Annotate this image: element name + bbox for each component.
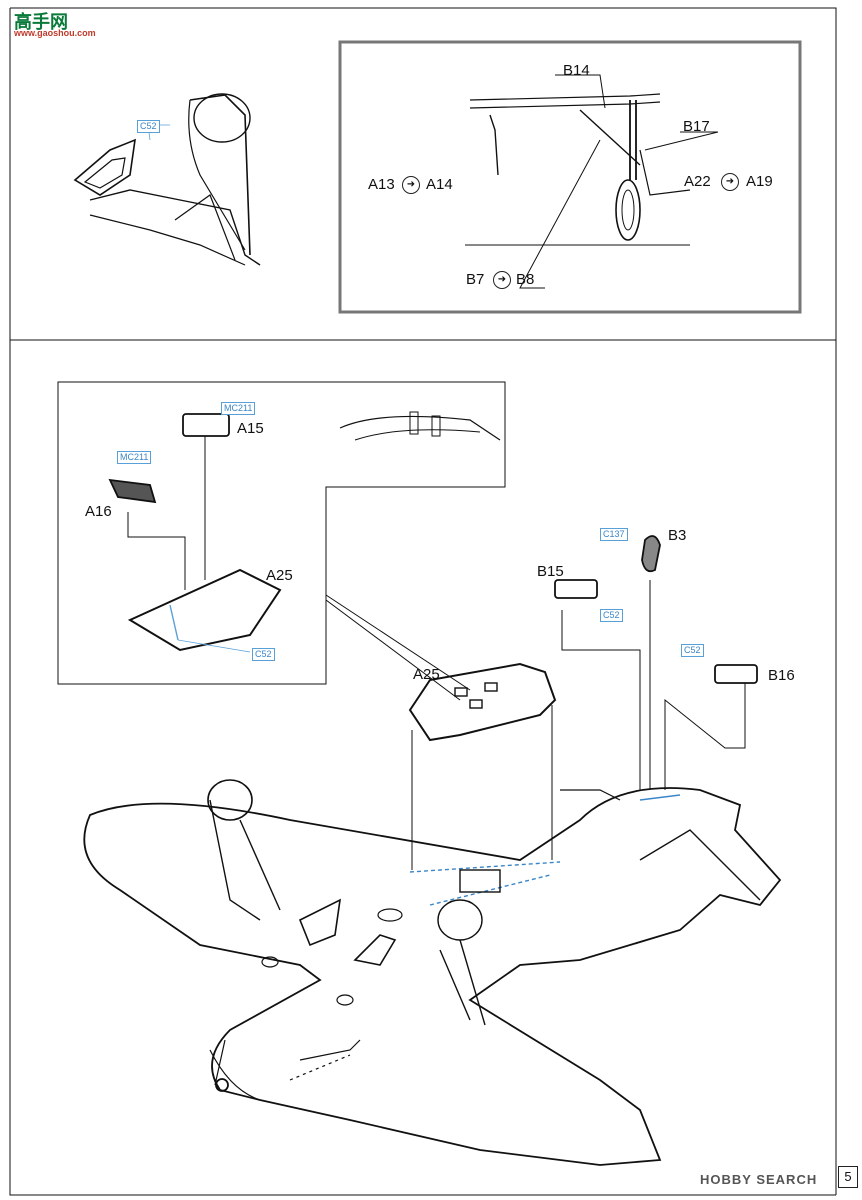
label-b17: B17 <box>683 118 710 135</box>
watermark-top-text: 高手网 <box>14 12 68 32</box>
cockpit-inset-box <box>57 381 506 685</box>
page-number: 5 <box>838 1166 858 1188</box>
watermark-top-sub: www.gaoshou.com <box>14 28 96 38</box>
aircraft-drawing <box>83 779 782 1166</box>
label-a25-inset: A25 <box>266 567 293 584</box>
paint-code-b15: C52 <box>600 609 623 622</box>
label-b3: B3 <box>668 527 687 544</box>
part-a15 <box>182 413 230 437</box>
paint-code-b3: C137 <box>600 528 628 541</box>
label-b16: B16 <box>768 667 795 684</box>
label-a25: A25 <box>413 666 440 683</box>
label-a16: A16 <box>85 503 112 520</box>
part-a16 <box>108 478 157 504</box>
watermark-bottom: HOBBY SEARCH <box>700 1172 818 1187</box>
label-a14: A14 <box>426 176 453 193</box>
arrow-icon: ➜ <box>721 173 739 191</box>
paint-code-seat: C52 <box>137 120 160 133</box>
label-a15: A15 <box>237 420 264 437</box>
landing-gear-inset-box <box>338 40 802 314</box>
seat-detail-drawing <box>73 93 261 266</box>
label-a13: A13 <box>368 176 395 193</box>
arrow-icon: ➜ <box>493 271 511 289</box>
paint-code-a15: MC211 <box>221 402 256 415</box>
label-b8: B8 <box>516 271 535 288</box>
label-a19: A19 <box>746 173 773 190</box>
paint-code-a25: C52 <box>252 648 275 661</box>
arrow-icon: ➜ <box>402 176 420 194</box>
label-a22: A22 <box>684 173 711 190</box>
label-b14: B14 <box>563 62 590 79</box>
watermark-top: 高手网 <box>14 8 68 34</box>
label-b7: B7 <box>466 271 485 288</box>
paint-code-b16: C52 <box>681 644 704 657</box>
paint-code-a16: MC211 <box>117 451 152 464</box>
label-b15: B15 <box>537 563 564 580</box>
